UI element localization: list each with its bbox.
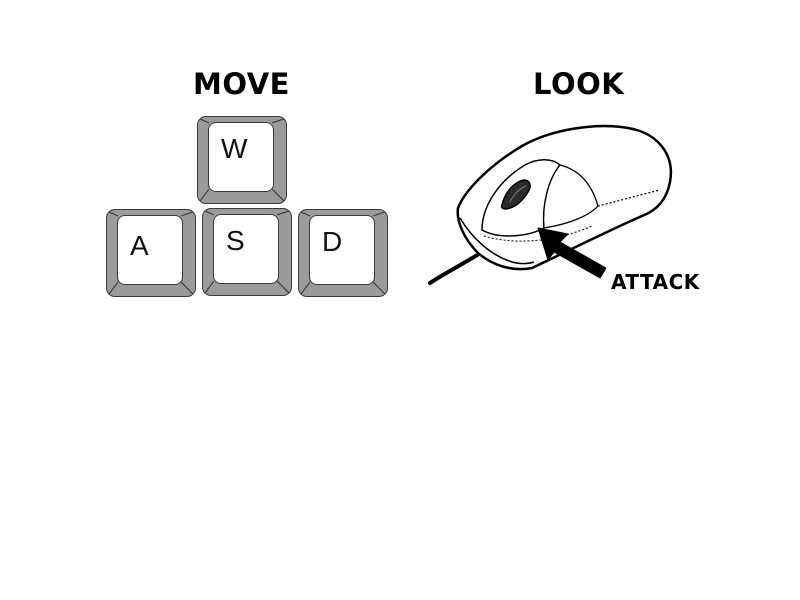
key-label-w: W — [221, 133, 248, 164]
key-bevel — [300, 211, 386, 295]
key-d: D — [298, 209, 388, 297]
key-bevel — [204, 210, 290, 294]
key-a: A — [106, 209, 196, 297]
key-label-s: S — [226, 225, 245, 256]
key-bevel — [199, 118, 285, 202]
move-heading: MOVE — [193, 67, 290, 101]
arrow-icon — [537, 227, 607, 279]
look-heading: LOOK — [533, 67, 625, 101]
attack-label: ATTACK — [611, 270, 700, 294]
key-label-d: D — [322, 226, 343, 257]
computer-mouse-icon — [428, 124, 673, 285]
key-face: S — [213, 214, 279, 284]
key-s: S — [202, 208, 292, 296]
key-label-a: A — [130, 230, 149, 261]
key-face: D — [309, 215, 375, 285]
key-face: W — [208, 122, 274, 192]
key-face: A — [117, 215, 183, 285]
key-bevel — [108, 211, 194, 295]
key-w: W — [197, 116, 287, 204]
